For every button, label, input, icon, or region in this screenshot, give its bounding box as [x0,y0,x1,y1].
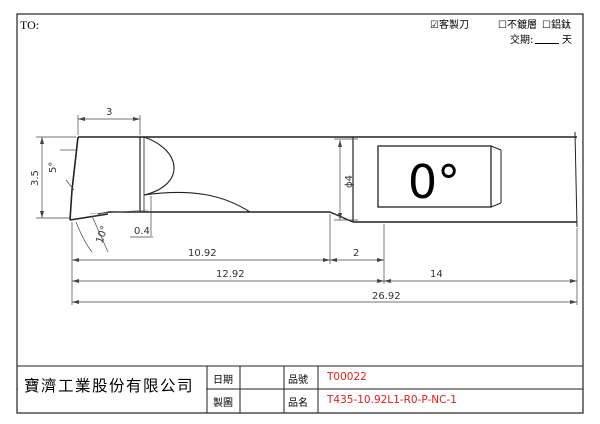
delivery-prefix: 交期: [510,35,534,46]
dimension-lines [36,115,578,305]
drawn-by-label: 製圖 [213,398,233,409]
dim-3: 3 [106,107,112,118]
option-uncoated[interactable]: ☐不鍍層 [498,20,537,31]
angle-label: 0° [408,155,460,209]
to-label: TO: [20,18,40,32]
dim-5deg: 5° [48,162,59,173]
dim-12-92: 12.92 [216,269,245,280]
option-custom-tool[interactable]: ☑客製刀 [430,20,469,31]
dim-phi4: ϕ4 [344,175,355,188]
part-name-value: T435-10.92L1-R0-P-NC-1 [327,394,457,406]
dim-26-92: 26.92 [372,291,401,302]
dimension-arrows [40,117,577,304]
dim-0-4: 0.4 [134,226,150,237]
delivery-suffix: 天 [562,35,572,46]
tool-outline [69,131,578,228]
company-name: 寶濟工業股份有限公司 [24,377,195,395]
option-coated[interactable]: ☐鋁鈦 [542,20,571,31]
dim-14: 14 [430,269,443,280]
part-name-label: 品名 [288,398,308,409]
part-number-label: 品號 [288,375,308,386]
dim-3-5: 3.5 [30,170,41,186]
delivery-blank[interactable] [535,43,559,44]
part-number-value: T00022 [327,371,367,383]
sheet-border [16,13,584,414]
dim-10-92: 10.92 [188,248,217,259]
date-label: 日期 [213,375,233,386]
dim-2: 2 [353,248,359,259]
